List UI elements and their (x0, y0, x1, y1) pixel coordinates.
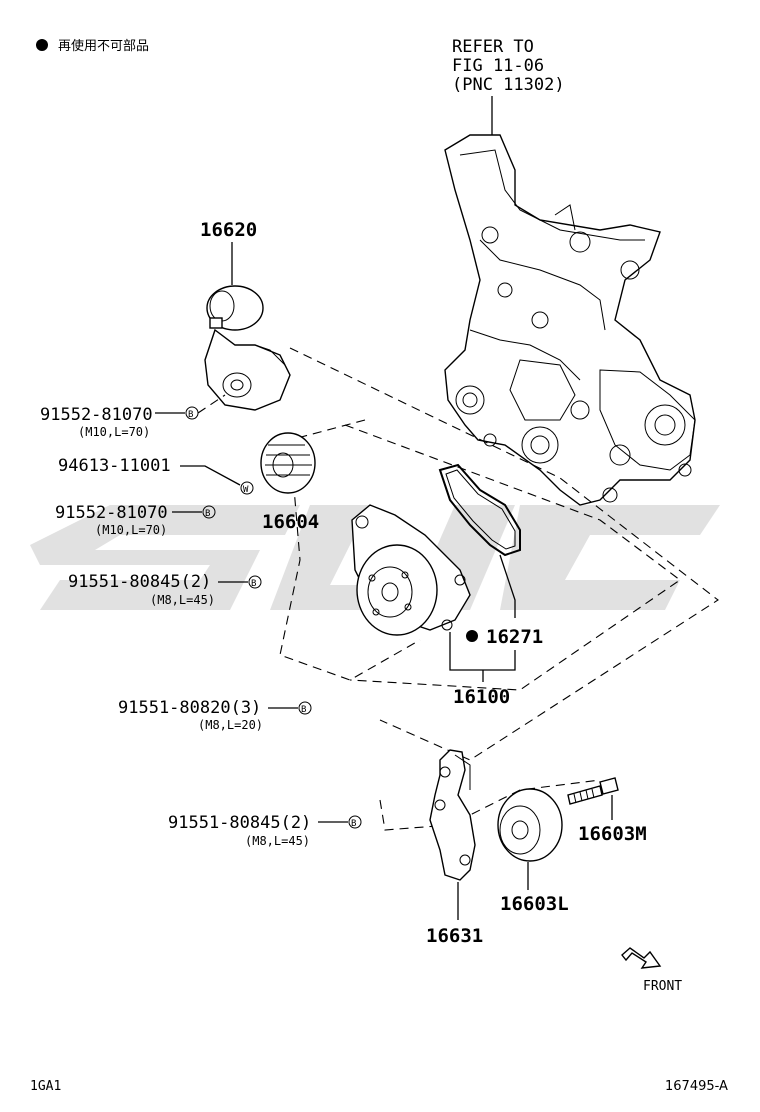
washer-marker-letter: W (243, 485, 249, 495)
bolt-marker-letter: B (351, 819, 356, 829)
label-94613: 94613-11001 (58, 456, 171, 476)
label-91551-a-sub: (M8,L=45) (150, 593, 215, 607)
label-16620: 16620 (200, 219, 257, 241)
timing-cover-drawing (444, 134, 696, 506)
refer-line-1: REFER TO (452, 37, 534, 57)
water-pump-drawing (351, 504, 471, 636)
dash-91552-a (197, 394, 226, 414)
label-91551-b: 91551-80820(3) (118, 698, 261, 718)
bolt-marker-letter: B (251, 579, 256, 589)
leader-16271 (499, 554, 516, 618)
bolt-marker-letter: B (205, 509, 210, 519)
label-91551-c-sub: (M8,L=45) (245, 834, 310, 848)
reuse-dot-icon (466, 630, 478, 642)
label-91552-a: 91552-81070 (40, 405, 153, 425)
label-16603M: 16603M (578, 823, 647, 845)
label-91552-b-sub: (M10,L=70) (95, 523, 167, 537)
label-16631: 16631 (426, 925, 483, 947)
refer-line-2: FIG 11-06 (452, 56, 544, 76)
label-91551-c: 91551-80845(2) (168, 813, 311, 833)
legend-text: 再使用不可部品 (58, 38, 149, 54)
bolt-marker-icon (202, 505, 216, 519)
bolt-16603M-drawing (567, 777, 619, 805)
bolt-marker-icon (298, 701, 312, 715)
gasket-inner (445, 469, 516, 550)
front-arrow-icon (621, 947, 662, 969)
bolt-marker-icon (348, 815, 362, 829)
label-16604: 16604 (262, 511, 319, 533)
gasket-drawing (438, 463, 521, 557)
assembly-dash-outline-4 (379, 779, 601, 831)
bolt-marker-icon (248, 575, 262, 589)
label-91552-b: 91552-81070 (55, 503, 168, 523)
legend-dot-icon (36, 39, 48, 51)
idler-pulley-drawing (260, 432, 316, 494)
bracket-drawing (429, 749, 476, 881)
assembly-dash-outline-3 (344, 424, 681, 691)
assembly-dash-outline-2 (279, 419, 421, 681)
label-16603L: 16603L (500, 893, 569, 915)
washer-marker-icon (240, 481, 254, 495)
label-91552-a-sub: (M10,L=70) (78, 425, 150, 439)
bolt-marker-letter: B (301, 705, 306, 715)
front-label: FRONT (643, 979, 682, 994)
pulley-16603L-drawing (497, 788, 563, 862)
footer-left: 1GA1 (30, 1079, 61, 1094)
footer-right: 167495-A (665, 1079, 728, 1094)
assembly-dash-outline-1 (289, 347, 719, 761)
label-91551-a: 91551-80845(2) (68, 572, 211, 592)
tensioner-drawing (204, 285, 291, 411)
label-16100: 16100 (453, 686, 510, 708)
label-91551-b-sub: (M8,L=20) (198, 718, 263, 732)
label-16271: 16271 (486, 626, 543, 648)
bolt-marker-letter: B (188, 410, 193, 420)
leader-94613 (180, 465, 241, 486)
refer-line-3: (PNC 11302) (452, 75, 565, 95)
